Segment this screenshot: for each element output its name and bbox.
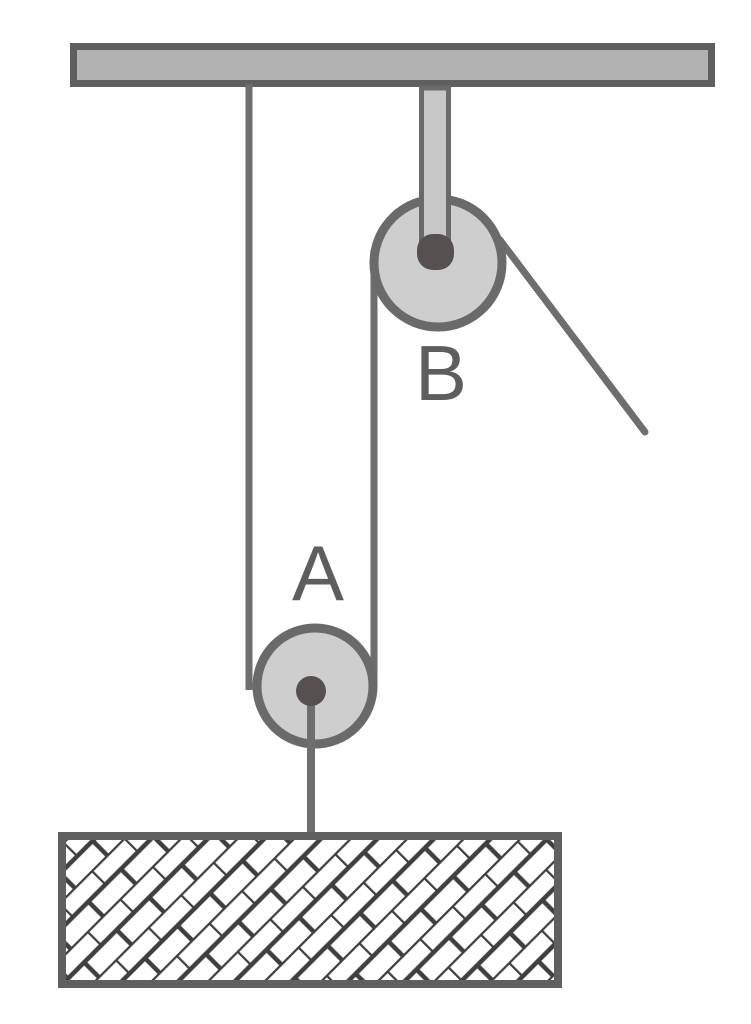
pulley-b-bracket [419, 85, 451, 253]
load-block-hatching [58, 832, 562, 988]
pulley-a-axle [296, 676, 326, 706]
load-block [58, 832, 562, 988]
rope-pull-end [496, 236, 649, 436]
pulley-b-label: B [415, 329, 467, 417]
pulley-b-axle [417, 234, 454, 270]
pulley-a-label: A [292, 529, 344, 617]
ceiling-beam [70, 43, 715, 87]
